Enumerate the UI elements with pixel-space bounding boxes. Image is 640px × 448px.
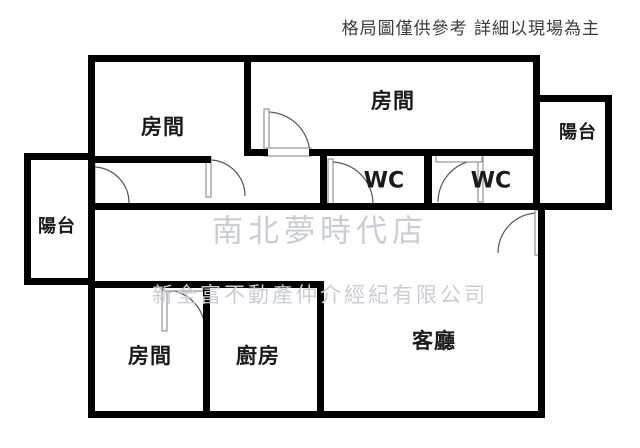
wall-segment-icon xyxy=(88,156,211,163)
doorway-opening-icon xyxy=(265,147,312,157)
room-label-balcony-left: 陽台 xyxy=(38,216,76,237)
wall-segment-icon xyxy=(320,156,327,208)
wall-segment-icon xyxy=(424,156,432,208)
wall-segment-icon xyxy=(88,203,324,210)
room-label-balcony-right: 陽台 xyxy=(559,122,597,143)
wall-segment-icon xyxy=(24,153,31,285)
wall-segment-icon xyxy=(88,55,250,62)
wall-segment-icon xyxy=(317,288,324,415)
door-swing-icon xyxy=(92,166,130,204)
room-label-living-room: 客廳 xyxy=(412,329,456,353)
wall-segment-icon xyxy=(203,284,210,415)
wall-segment-icon xyxy=(244,55,251,156)
door-swing-icon xyxy=(164,289,206,331)
wall-segment-icon xyxy=(533,55,540,210)
room-label-kitchen: 廚房 xyxy=(236,344,280,368)
wall-segment-icon xyxy=(88,411,545,418)
door-swing-icon xyxy=(266,111,311,156)
wall-segment-icon xyxy=(309,149,540,156)
door-swing-icon xyxy=(330,161,374,205)
room-label-bedroom-top-left: 房間 xyxy=(141,115,185,139)
doorway-opening-icon xyxy=(435,154,483,163)
doorway-opening-icon xyxy=(161,286,168,332)
door-swing-icon xyxy=(208,159,246,197)
wall-segment-icon xyxy=(24,278,95,285)
wall-segment-icon xyxy=(244,149,268,156)
wall-segment-icon xyxy=(320,203,538,210)
door-swing-icon xyxy=(497,212,539,254)
doorway-opening-icon xyxy=(327,158,334,205)
wall-segment-icon xyxy=(248,55,540,62)
room-label-wc-left: WC xyxy=(363,168,405,194)
wall-segment-icon xyxy=(88,278,95,418)
wall-group xyxy=(24,55,612,418)
room-label-wc-right: WC xyxy=(470,168,512,194)
wall-segment-icon xyxy=(540,95,612,102)
wall-segment-icon xyxy=(605,95,612,210)
wall-segment-icon xyxy=(88,55,95,163)
wall-segment-icon xyxy=(88,153,95,286)
room-label-bedroom-top-right: 房間 xyxy=(371,89,415,113)
wall-segment-icon xyxy=(538,210,545,418)
room-label-bedroom-bottom: 房間 xyxy=(128,344,172,368)
wall-segment-icon xyxy=(540,203,612,210)
disclaimer-text: 格局圖僅供參考 詳細以現場為主 xyxy=(341,19,600,39)
wall-segment-icon xyxy=(24,153,95,160)
door-swing-group xyxy=(92,111,539,331)
door-leaf-group xyxy=(89,108,541,332)
